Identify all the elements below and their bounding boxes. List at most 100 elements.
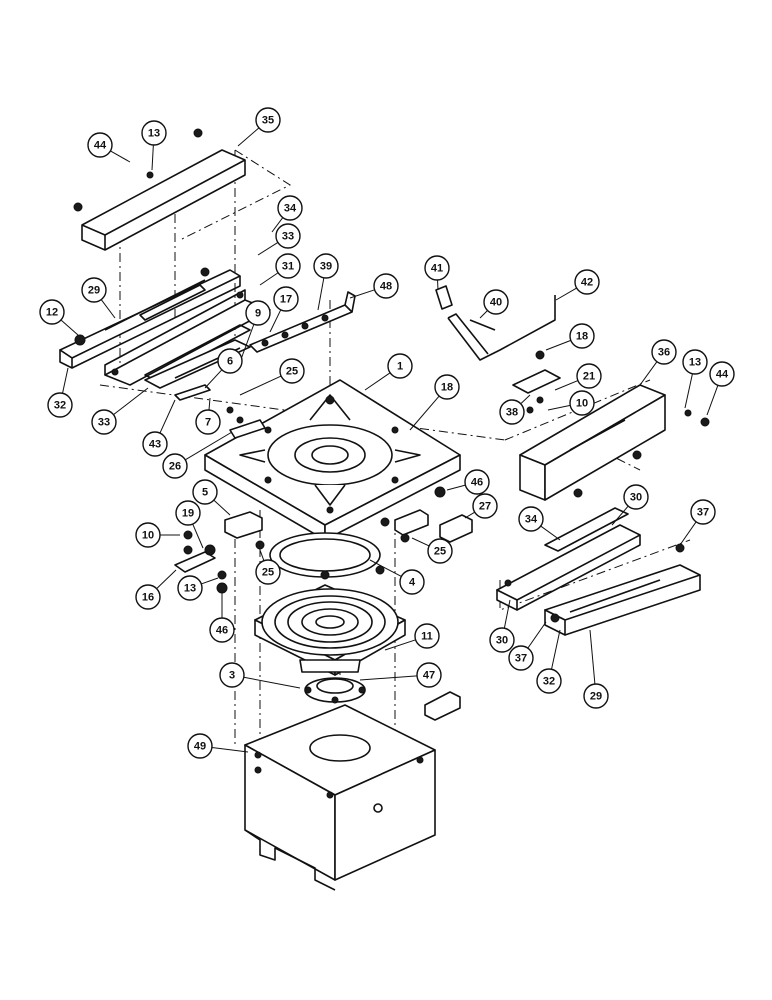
callout-19: 19 (175, 500, 204, 549)
callout-circle (142, 431, 168, 457)
leader-line (555, 287, 577, 301)
callout-label: 9 (255, 308, 261, 320)
callout-label: 5 (202, 487, 208, 499)
right-armrest-mount (519, 384, 710, 501)
callout-circle (583, 683, 609, 709)
leader-line (679, 521, 697, 546)
callout-13: 13 (141, 120, 167, 171)
leader-line (317, 277, 325, 311)
callout-circle (255, 107, 281, 133)
callout-label: 30 (496, 635, 508, 647)
callout-37: 37 (508, 621, 547, 671)
callout-label: 33 (282, 231, 294, 243)
callout-44: 44 (706, 361, 735, 416)
callout-label: 29 (590, 691, 602, 703)
callout-label: 7 (205, 417, 211, 429)
leader-line (204, 369, 223, 389)
callout-label: 37 (515, 653, 527, 665)
leader-line (259, 272, 279, 286)
callout-label: 44 (716, 369, 729, 381)
callout-32: 32 (47, 367, 73, 418)
callout-circle (47, 392, 73, 418)
callout-circle (518, 506, 544, 532)
callout-41: 41 (424, 255, 450, 291)
leader-line (213, 499, 231, 516)
callout-47: 47 (359, 662, 442, 688)
leader-line (706, 385, 719, 416)
callout-35: 35 (237, 107, 281, 147)
leader-line (211, 746, 249, 753)
callout-circle (651, 339, 677, 365)
callout-circle (217, 348, 243, 374)
callout-label: 47 (423, 670, 435, 682)
callout-label: 40 (490, 297, 502, 309)
callout-37: 37 (679, 499, 716, 546)
leader-line (349, 289, 375, 299)
callout-circle (414, 623, 440, 649)
callout-circle (245, 300, 271, 326)
callout-circle (690, 499, 716, 525)
callout-label: 11 (421, 631, 433, 643)
bearing-assembly (254, 584, 406, 676)
callout-label: 4 (409, 577, 416, 589)
release-lever (435, 285, 556, 361)
callout-label: 44 (94, 140, 107, 152)
callout-label: 43 (149, 439, 161, 451)
callout-label: 48 (380, 281, 392, 293)
callout-circle (313, 253, 339, 279)
callout-label: 17 (280, 294, 292, 306)
leader-line (547, 404, 571, 411)
leader-line (100, 299, 116, 319)
callout-circle (569, 323, 595, 349)
callout-label: 32 (543, 676, 555, 688)
leader-line (156, 569, 177, 590)
leader-line (110, 150, 131, 163)
callout-circle (399, 569, 425, 595)
callout-29: 29 (583, 629, 609, 709)
leader-line (520, 394, 531, 405)
leader-line (271, 217, 284, 233)
callout-label: 25 (434, 546, 446, 558)
base-box (244, 704, 436, 891)
callout-circle (569, 390, 595, 416)
small-clip-bracket (424, 691, 461, 721)
callout-label: 18 (576, 331, 588, 343)
callout-circle (87, 132, 113, 158)
leader-line (113, 387, 149, 416)
callout-circle (387, 353, 413, 379)
callout-circle (275, 253, 301, 279)
callout-circle (273, 286, 299, 312)
callout-circle (277, 195, 303, 221)
callout-label: 12 (46, 307, 58, 319)
gasket-ring (269, 532, 385, 580)
leader-line (527, 621, 547, 649)
leader-line (545, 339, 571, 351)
callout-29: 29 (81, 277, 116, 319)
callout-circle (499, 399, 525, 425)
callout-32: 32 (536, 629, 562, 694)
leader-line (364, 372, 391, 391)
callout-circle (209, 617, 235, 643)
swivel-top-plate (204, 379, 461, 541)
leader-line (369, 559, 402, 577)
callout-label: 6 (227, 356, 233, 368)
callout-1: 1 (364, 353, 413, 391)
callout-circle (373, 273, 399, 299)
callout-circle (483, 289, 509, 315)
callout-18: 18 (409, 374, 460, 431)
callout-10: 10 (135, 522, 180, 548)
callout-11: 11 (384, 623, 440, 651)
callout-13: 13 (177, 575, 219, 601)
callout-label: 29 (88, 285, 100, 297)
callout-circle (427, 538, 453, 564)
callout-circle (489, 627, 515, 653)
callout-16: 16 (135, 569, 177, 610)
leader-line (503, 599, 511, 629)
callout-circle (177, 575, 203, 601)
callout-circle (91, 409, 117, 435)
leader-line (551, 629, 561, 670)
callout-label: 26 (169, 461, 181, 473)
pivot-plate (512, 350, 561, 414)
callout-label: 25 (286, 366, 298, 378)
callout-18: 18 (545, 323, 595, 351)
